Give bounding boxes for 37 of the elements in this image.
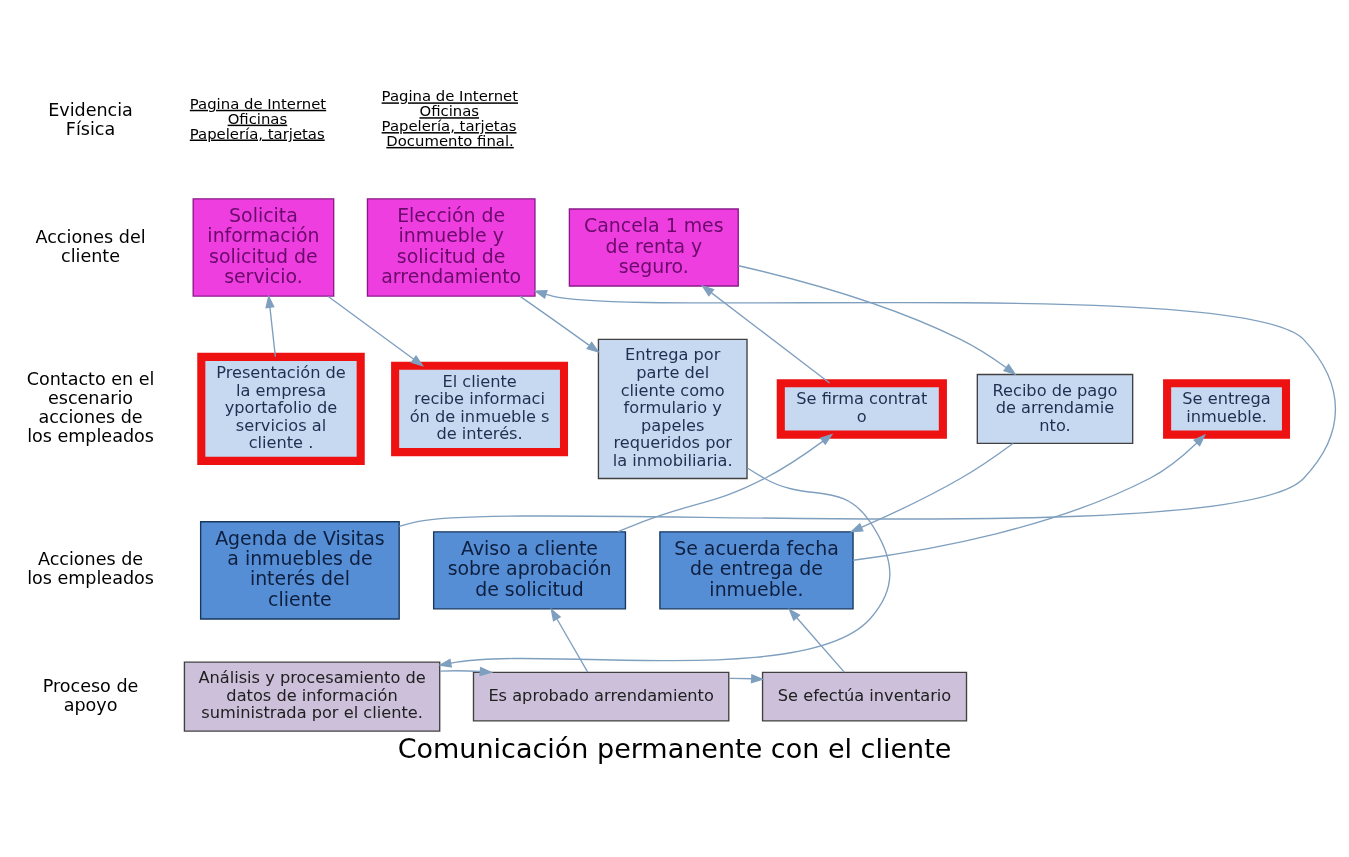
node-label: Pagina de Internet xyxy=(381,87,519,106)
node-box: Análisis y procesamiento de datos de información suministrada por el cliente. xyxy=(183,661,441,732)
arrow xyxy=(519,295,600,354)
arrow xyxy=(737,265,1017,376)
node-box: Recibo de pago de arrendamie nto. xyxy=(976,373,1134,445)
node-box: Es aprobado arrendamiento xyxy=(472,671,730,722)
label: Proceso de apoyo xyxy=(42,675,139,715)
node-box: Se acuerda fecha de entrega de inmueble. xyxy=(659,531,854,610)
arrow xyxy=(700,284,831,384)
arrow xyxy=(852,433,1207,561)
label: Evidencia Física xyxy=(48,99,133,139)
node-box: Se firma contrat o xyxy=(776,379,947,439)
node-box: Presentación de la empresa yportafolio de servicios al cliente . xyxy=(197,352,365,465)
label: Contacto en el escenario acciones de los empleados xyxy=(26,369,155,446)
node-label: Papelería, tarjetas xyxy=(189,124,325,143)
arrow xyxy=(327,295,425,367)
node-box: Entrega por parte del cliente como formulario y papeles requeridos por la inmobiliaria. xyxy=(597,338,748,480)
arrow xyxy=(788,607,845,673)
caption: Comunicación permanente con el cliente xyxy=(397,733,952,765)
arrow xyxy=(849,442,1014,533)
label: Acciones del cliente xyxy=(35,226,146,266)
node-box: Solicita información solicitud de servicio. xyxy=(192,198,335,297)
arrow xyxy=(617,433,834,533)
node-box: Se entrega inmueble. xyxy=(1163,379,1291,439)
label: Acciones de los empleados xyxy=(27,549,154,589)
arrow xyxy=(265,294,277,358)
node-box: Se efectúa inventario xyxy=(761,671,968,722)
node-box: Aviso a cliente sobre aprobación de solicitud xyxy=(432,531,627,610)
node-box: Elección de inmueble y solicitud de arrendamiento xyxy=(366,198,536,297)
arrow xyxy=(550,607,589,673)
node-box: El cliente recibe informaci ón de inmueble s de interés. xyxy=(391,361,569,457)
arrow xyxy=(728,674,765,684)
node-box: Cancela 1 mes de renta y seguro. xyxy=(568,208,739,287)
arrow xyxy=(437,467,891,668)
arrow xyxy=(439,666,494,677)
arrow xyxy=(398,289,1337,528)
node-box: Agenda de Visitas a inmuebles de interés del cliente xyxy=(199,521,400,620)
